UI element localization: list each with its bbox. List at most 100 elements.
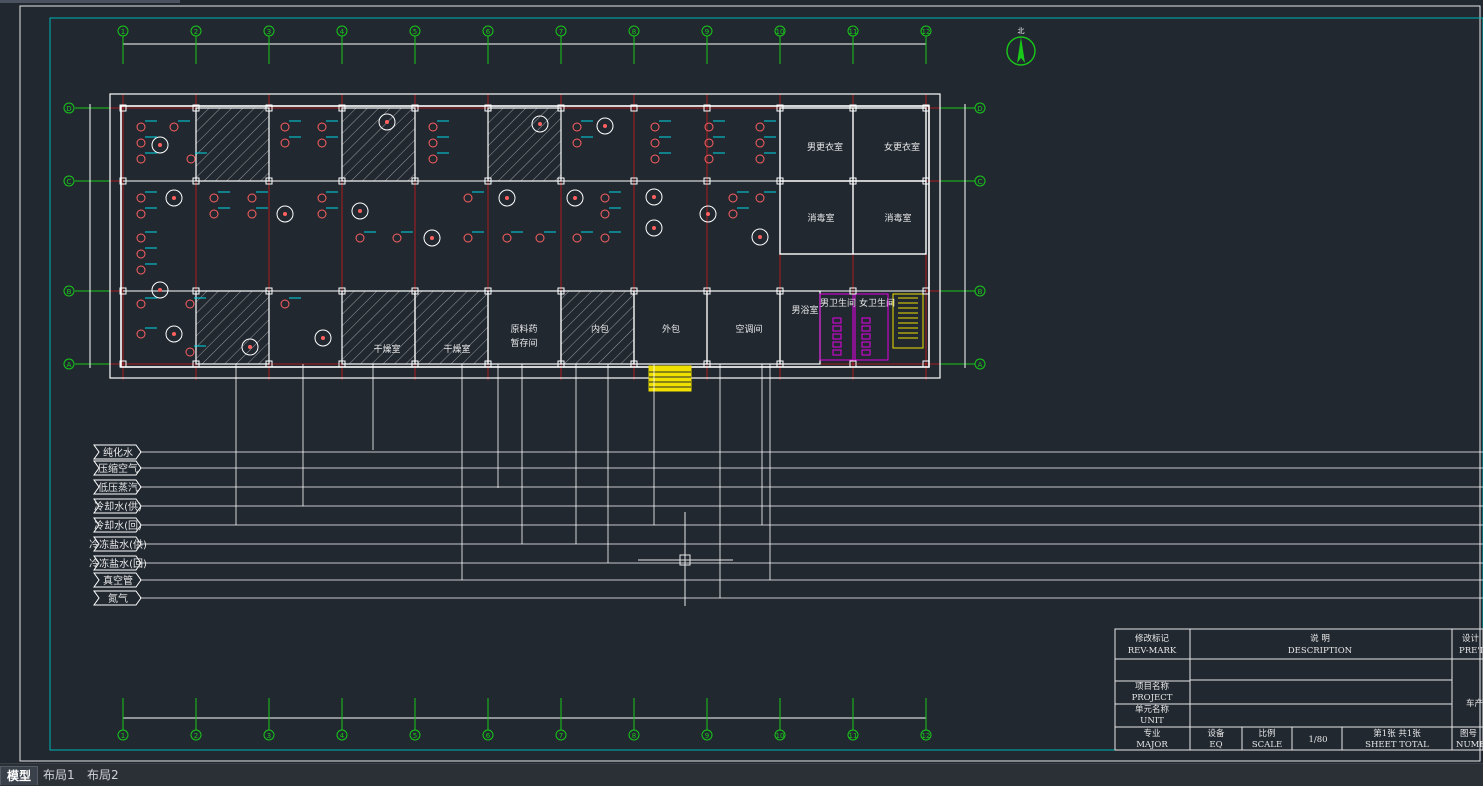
equipment-pump [136, 154, 146, 164]
column [338, 287, 346, 295]
axis-bubble [263, 729, 275, 741]
equipment-nozzle [652, 195, 656, 199]
column [922, 104, 930, 112]
equipment-vessel [645, 219, 663, 237]
equipment-pump [650, 138, 660, 148]
room-inner-pack: 内包 [591, 323, 609, 335]
equipment-pump [463, 233, 473, 243]
equipment-pump [755, 154, 765, 164]
axis-bubble [190, 25, 202, 37]
room-men-bath: 男浴室 [791, 304, 818, 316]
tab-model[interactable]: 模型 [0, 766, 39, 785]
equipment-pump [136, 233, 146, 243]
crosshair-cursor[interactable] [638, 512, 733, 606]
scale-value: 1/80 [1308, 735, 1327, 745]
pipe-tag [93, 590, 142, 606]
equipment-pump [650, 122, 660, 132]
equipment-pump [185, 299, 195, 309]
pipe-label: 冷却水(回) [94, 519, 142, 532]
equipment-vessel [531, 115, 549, 133]
axis-label: 5 [413, 28, 417, 36]
stair [892, 293, 924, 349]
equipment-nozzle [158, 143, 162, 147]
column [411, 287, 419, 295]
axis-bubble [920, 25, 932, 37]
column [557, 360, 565, 368]
tab-layout2[interactable]: 布局2 [87, 768, 119, 782]
column [192, 360, 200, 368]
equipment-nozzle [758, 235, 762, 239]
hatched-room [195, 107, 270, 182]
equipment-vessel [151, 281, 169, 299]
sheet-en: SHEET TOTAL [1365, 740, 1429, 750]
unit-cn: 单元名称 [1135, 704, 1170, 715]
sheet-cn: 第1张 共1张 [1373, 728, 1421, 739]
hatched-room [341, 107, 416, 182]
equipment-vessel [378, 113, 396, 131]
project-cn: 项目名称 [1135, 681, 1170, 692]
axis-bubble [847, 25, 859, 37]
axis-bubble [63, 358, 75, 370]
axis-label: 4 [340, 732, 345, 740]
column [557, 177, 565, 185]
equipment-pump [728, 193, 738, 203]
axis-label: 3 [267, 28, 271, 36]
equipment-vessel [751, 228, 769, 246]
axis-label: D [977, 105, 982, 113]
equipment-pump [572, 233, 582, 243]
equipment-nozzle [430, 236, 434, 240]
column [776, 360, 784, 368]
equipment-pump [428, 122, 438, 132]
equipment-nozzle [321, 336, 325, 340]
equipment-pump [704, 154, 714, 164]
eq-en: EQ [1209, 740, 1222, 750]
pipe-tag [93, 498, 142, 514]
column [484, 104, 492, 112]
desc-cn: 说 明 [1310, 633, 1330, 644]
column [849, 360, 857, 368]
equipment-pump [280, 138, 290, 148]
equipment-pump [136, 209, 146, 219]
axis-bubble [117, 729, 129, 741]
equipment-pump [392, 233, 402, 243]
equipment-vessel [596, 117, 614, 135]
equipment-vessel [423, 229, 441, 247]
tab-layout1[interactable]: 布局1 [43, 768, 75, 782]
pipe-tag [93, 460, 142, 476]
column [119, 287, 127, 295]
equipment-nozzle [385, 120, 389, 124]
axis-bubble [117, 25, 129, 37]
equipment-pump [317, 122, 327, 132]
toilet-fixture [832, 349, 842, 356]
column [922, 287, 930, 295]
toilet-fixture [832, 333, 842, 340]
axis-bubble [336, 729, 348, 741]
toilet-stalls [819, 293, 854, 361]
pipe-tag [93, 444, 142, 460]
room-box [779, 290, 821, 365]
axis-bubble [774, 729, 786, 741]
equipment-pump [728, 209, 738, 219]
toilet-fixture [832, 317, 842, 324]
room-raw-storage-2: 暂存间 [510, 337, 537, 349]
axis-label: 3 [267, 732, 271, 740]
column [265, 177, 273, 185]
equipment-pump [755, 138, 765, 148]
column [557, 104, 565, 112]
column [192, 287, 200, 295]
room-raw-storage-1: 原料药 [510, 323, 537, 335]
axis-label: 1 [121, 28, 125, 36]
equipment-pump [247, 193, 257, 203]
rev-mark-cn: 修改标记 [1135, 633, 1170, 644]
pipe-label: 压缩空气 [98, 462, 138, 475]
axis-bubble [63, 285, 75, 297]
column [265, 104, 273, 112]
axis-label: 2 [194, 28, 198, 36]
column [849, 287, 857, 295]
axis-label: A [67, 361, 72, 369]
room-women-wc: 女卫生间 [859, 297, 895, 309]
axis-label: B [978, 288, 983, 296]
equipment-nozzle [652, 226, 656, 230]
